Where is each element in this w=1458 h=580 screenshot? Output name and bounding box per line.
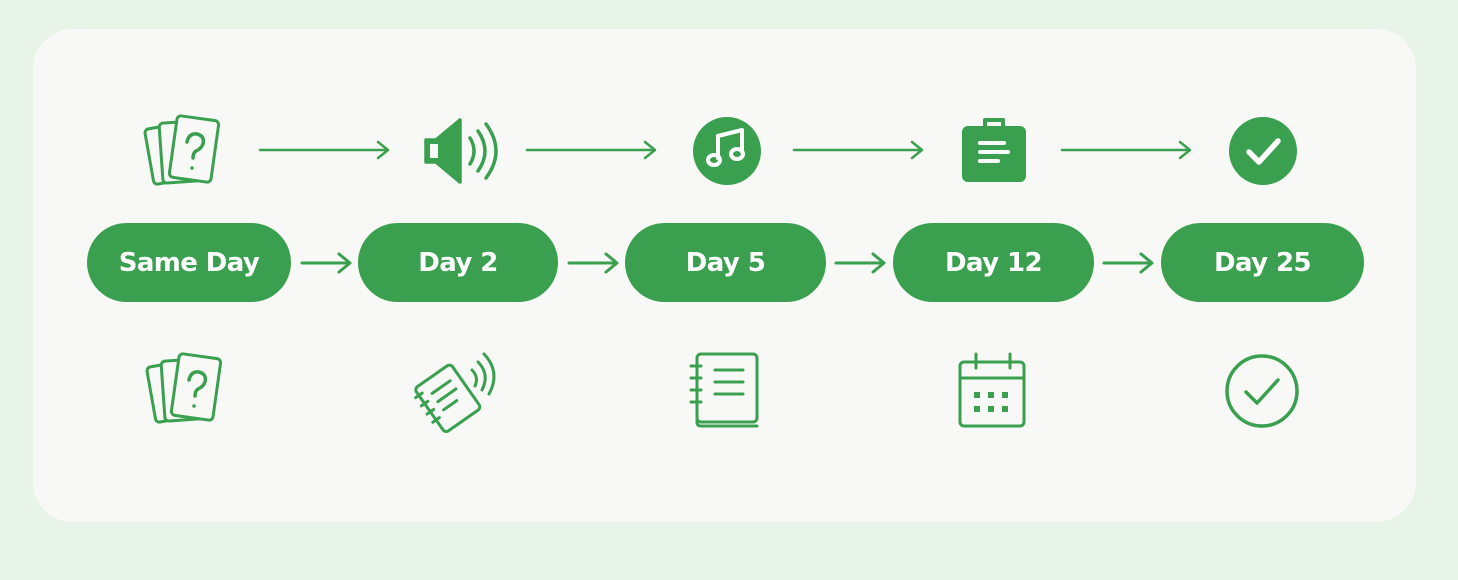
arrow-right-icon: [1101, 250, 1157, 276]
notepad-sound-icon: [410, 346, 500, 436]
check-circle-outline-icon: [1217, 346, 1307, 436]
step-pill-day-25: Day 25: [1161, 223, 1364, 302]
notebook-icon: [683, 346, 773, 436]
briefcase-notes-icon: [949, 106, 1039, 196]
arrow-right-icon: [792, 138, 928, 162]
arrow-right-icon: [1060, 138, 1196, 162]
step-pill-day-5: Day 5: [625, 223, 826, 302]
step-pill-same-day: Same Day: [87, 223, 291, 302]
arrow-right-icon: [566, 250, 622, 276]
step-pill-day-12: Day 12: [893, 223, 1094, 302]
arrow-right-icon: [833, 250, 889, 276]
arrow-right-icon: [525, 138, 661, 162]
flashcards-question-icon: [143, 108, 233, 198]
arrow-right-icon: [299, 250, 355, 276]
speaker-icon: [414, 106, 504, 196]
music-note-icon: [682, 106, 772, 196]
arrow-right-icon: [258, 138, 394, 162]
check-circle-filled-icon: [1218, 106, 1308, 196]
step-pill-day-2: Day 2: [358, 223, 558, 302]
flashcards-question-icon: [145, 346, 235, 436]
calendar-icon: [948, 346, 1038, 436]
